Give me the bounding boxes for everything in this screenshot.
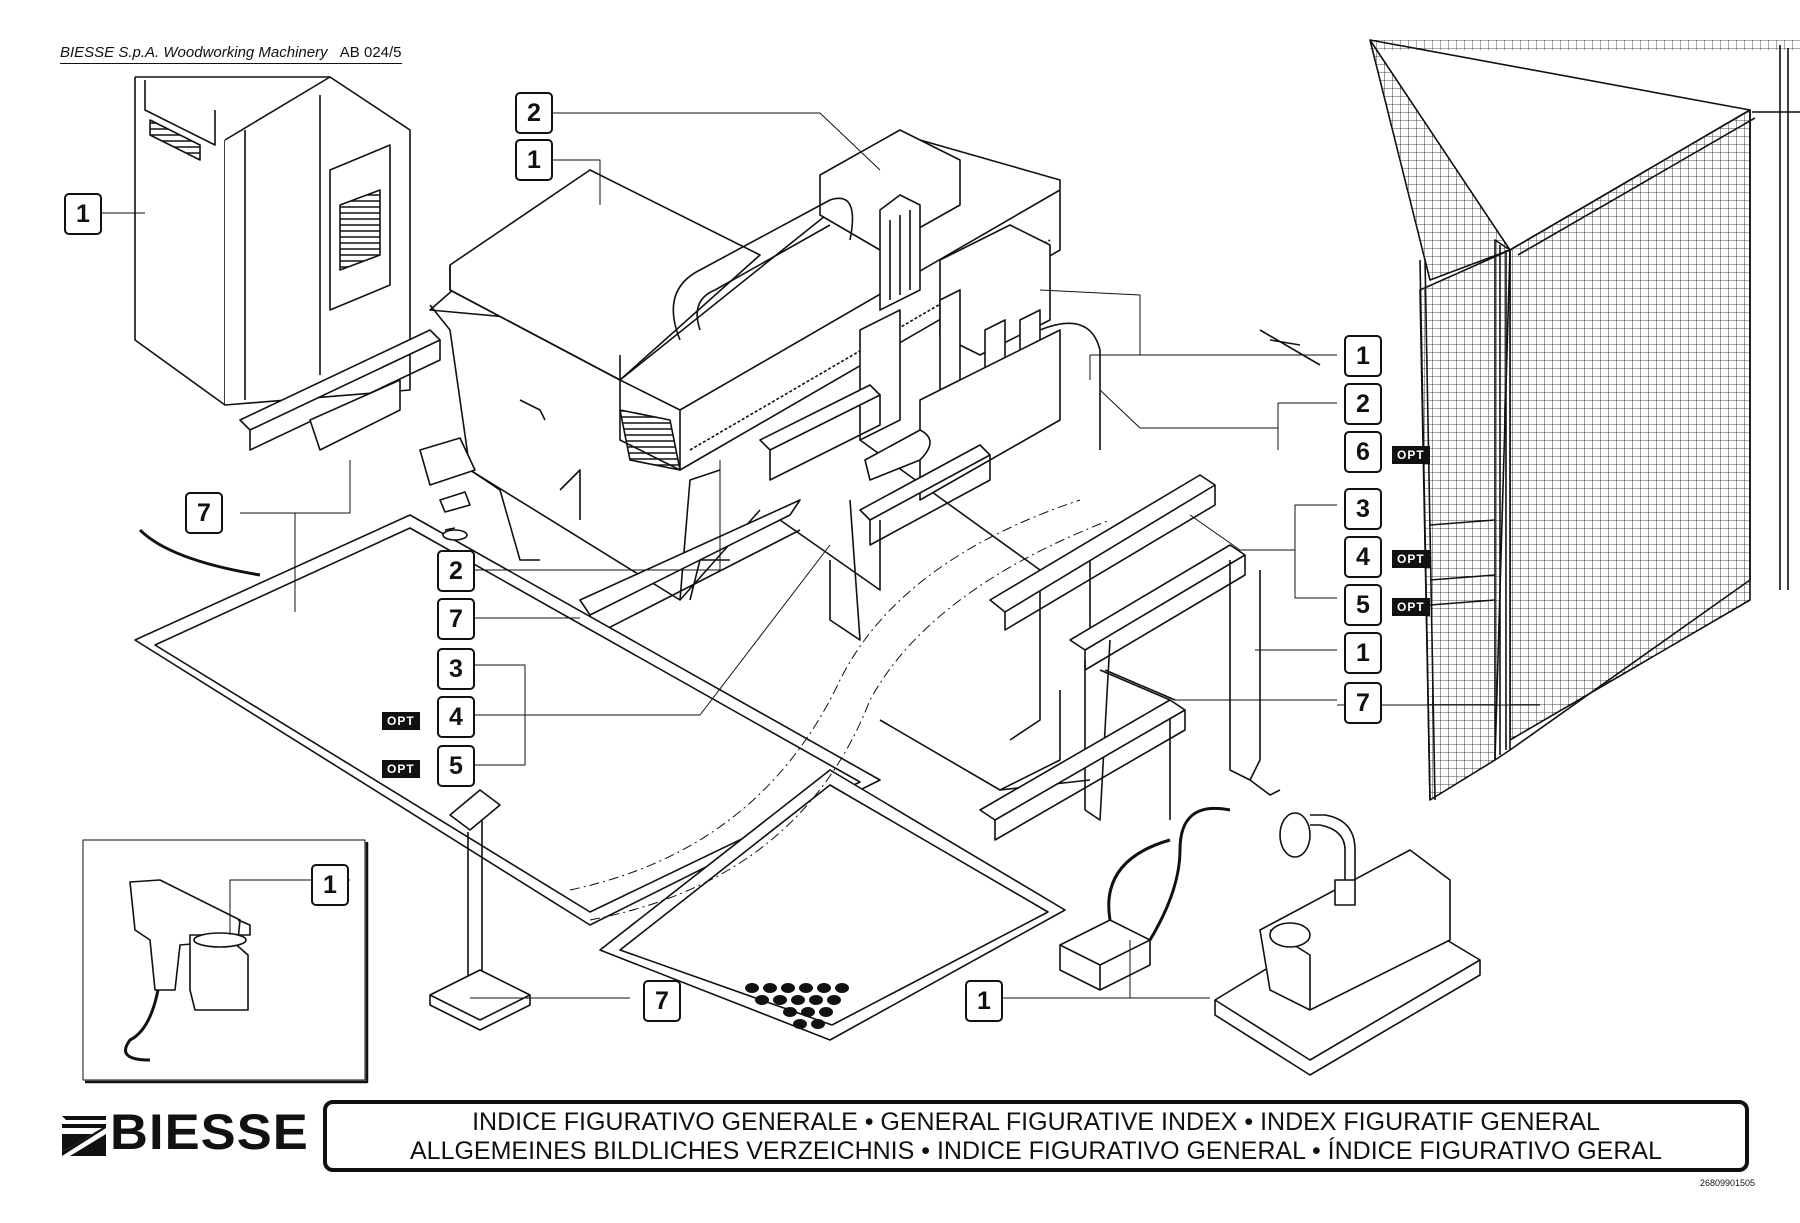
vacuum-pump	[1214, 812, 1481, 1076]
opt-badge-right-6: OPT	[1392, 446, 1430, 464]
opt-badge-right-4: OPT	[1392, 550, 1430, 568]
callout-right-1a: 1	[1344, 335, 1382, 377]
callout-top-2: 2	[515, 92, 553, 134]
foot-pedal	[1059, 806, 1231, 991]
title-line-1: INDICE FIGURATIVO GENERALE • GENERAL FIG…	[472, 1108, 1600, 1136]
floor-mats	[134, 514, 1066, 1041]
callout-spray-gun: 1	[311, 864, 349, 906]
callout-right-7: 7	[1344, 682, 1382, 724]
safety-fence	[1259, 39, 1800, 801]
callout-right-4: 4	[1344, 536, 1382, 578]
suction-cups	[745, 983, 849, 1029]
callout-right-5: 5	[1344, 584, 1382, 626]
leader-lines	[100, 112, 1540, 999]
work-area-boundary	[569, 499, 1111, 921]
company-name: BIESSE S.p.A. Woodworking Machinery	[60, 44, 328, 61]
figurative-index-title: INDICE FIGURATIVO GENERALE • GENERAL FIG…	[323, 1100, 1749, 1172]
biesse-logo-icon	[62, 1116, 106, 1156]
gantry-and-heads	[619, 129, 1101, 501]
document-header: BIESSE S.p.A. Woodworking Machinery AB 0…	[60, 44, 402, 64]
callout-mid-5: 5	[437, 745, 475, 787]
callout-mid-3: 3	[437, 648, 475, 690]
callout-left-7: 7	[185, 492, 223, 534]
dual-button-station	[419, 437, 476, 541]
spray-gun-inset	[82, 839, 369, 1084]
callout-mid-7: 7	[437, 598, 475, 640]
callout-top-1: 1	[515, 139, 553, 181]
callout-right-6: 6	[1344, 431, 1382, 473]
opt-badge-right-5: OPT	[1392, 598, 1430, 616]
title-line-2: ALLGEMEINES BILDLICHES VERZEICHNIS • IND…	[409, 1137, 1662, 1165]
callout-right-1b: 1	[1344, 632, 1382, 674]
callout-right-2: 2	[1344, 383, 1382, 425]
callout-bottom-7: 7	[643, 980, 681, 1022]
opt-badge-mid-5: OPT	[382, 760, 420, 778]
brand-logo-text: BIESSE	[110, 1104, 309, 1160]
callout-pump-1: 1	[965, 980, 1003, 1022]
control-cabinet	[134, 76, 411, 406]
power-cable	[138, 528, 261, 577]
opt-badge-mid-4: OPT	[382, 712, 420, 730]
cross-rails	[239, 329, 1281, 841]
document-code: AB 024/5	[339, 44, 402, 61]
callout-right-3: 3	[1344, 488, 1382, 530]
drawing-number: 26809901505	[1700, 1178, 1756, 1188]
callout-mid-4: 4	[437, 696, 475, 738]
callout-control-cabinet: 1	[64, 193, 102, 235]
callout-mid-2: 2	[437, 550, 475, 592]
pedestal-console	[429, 789, 531, 1031]
machine-base	[429, 169, 1091, 791]
